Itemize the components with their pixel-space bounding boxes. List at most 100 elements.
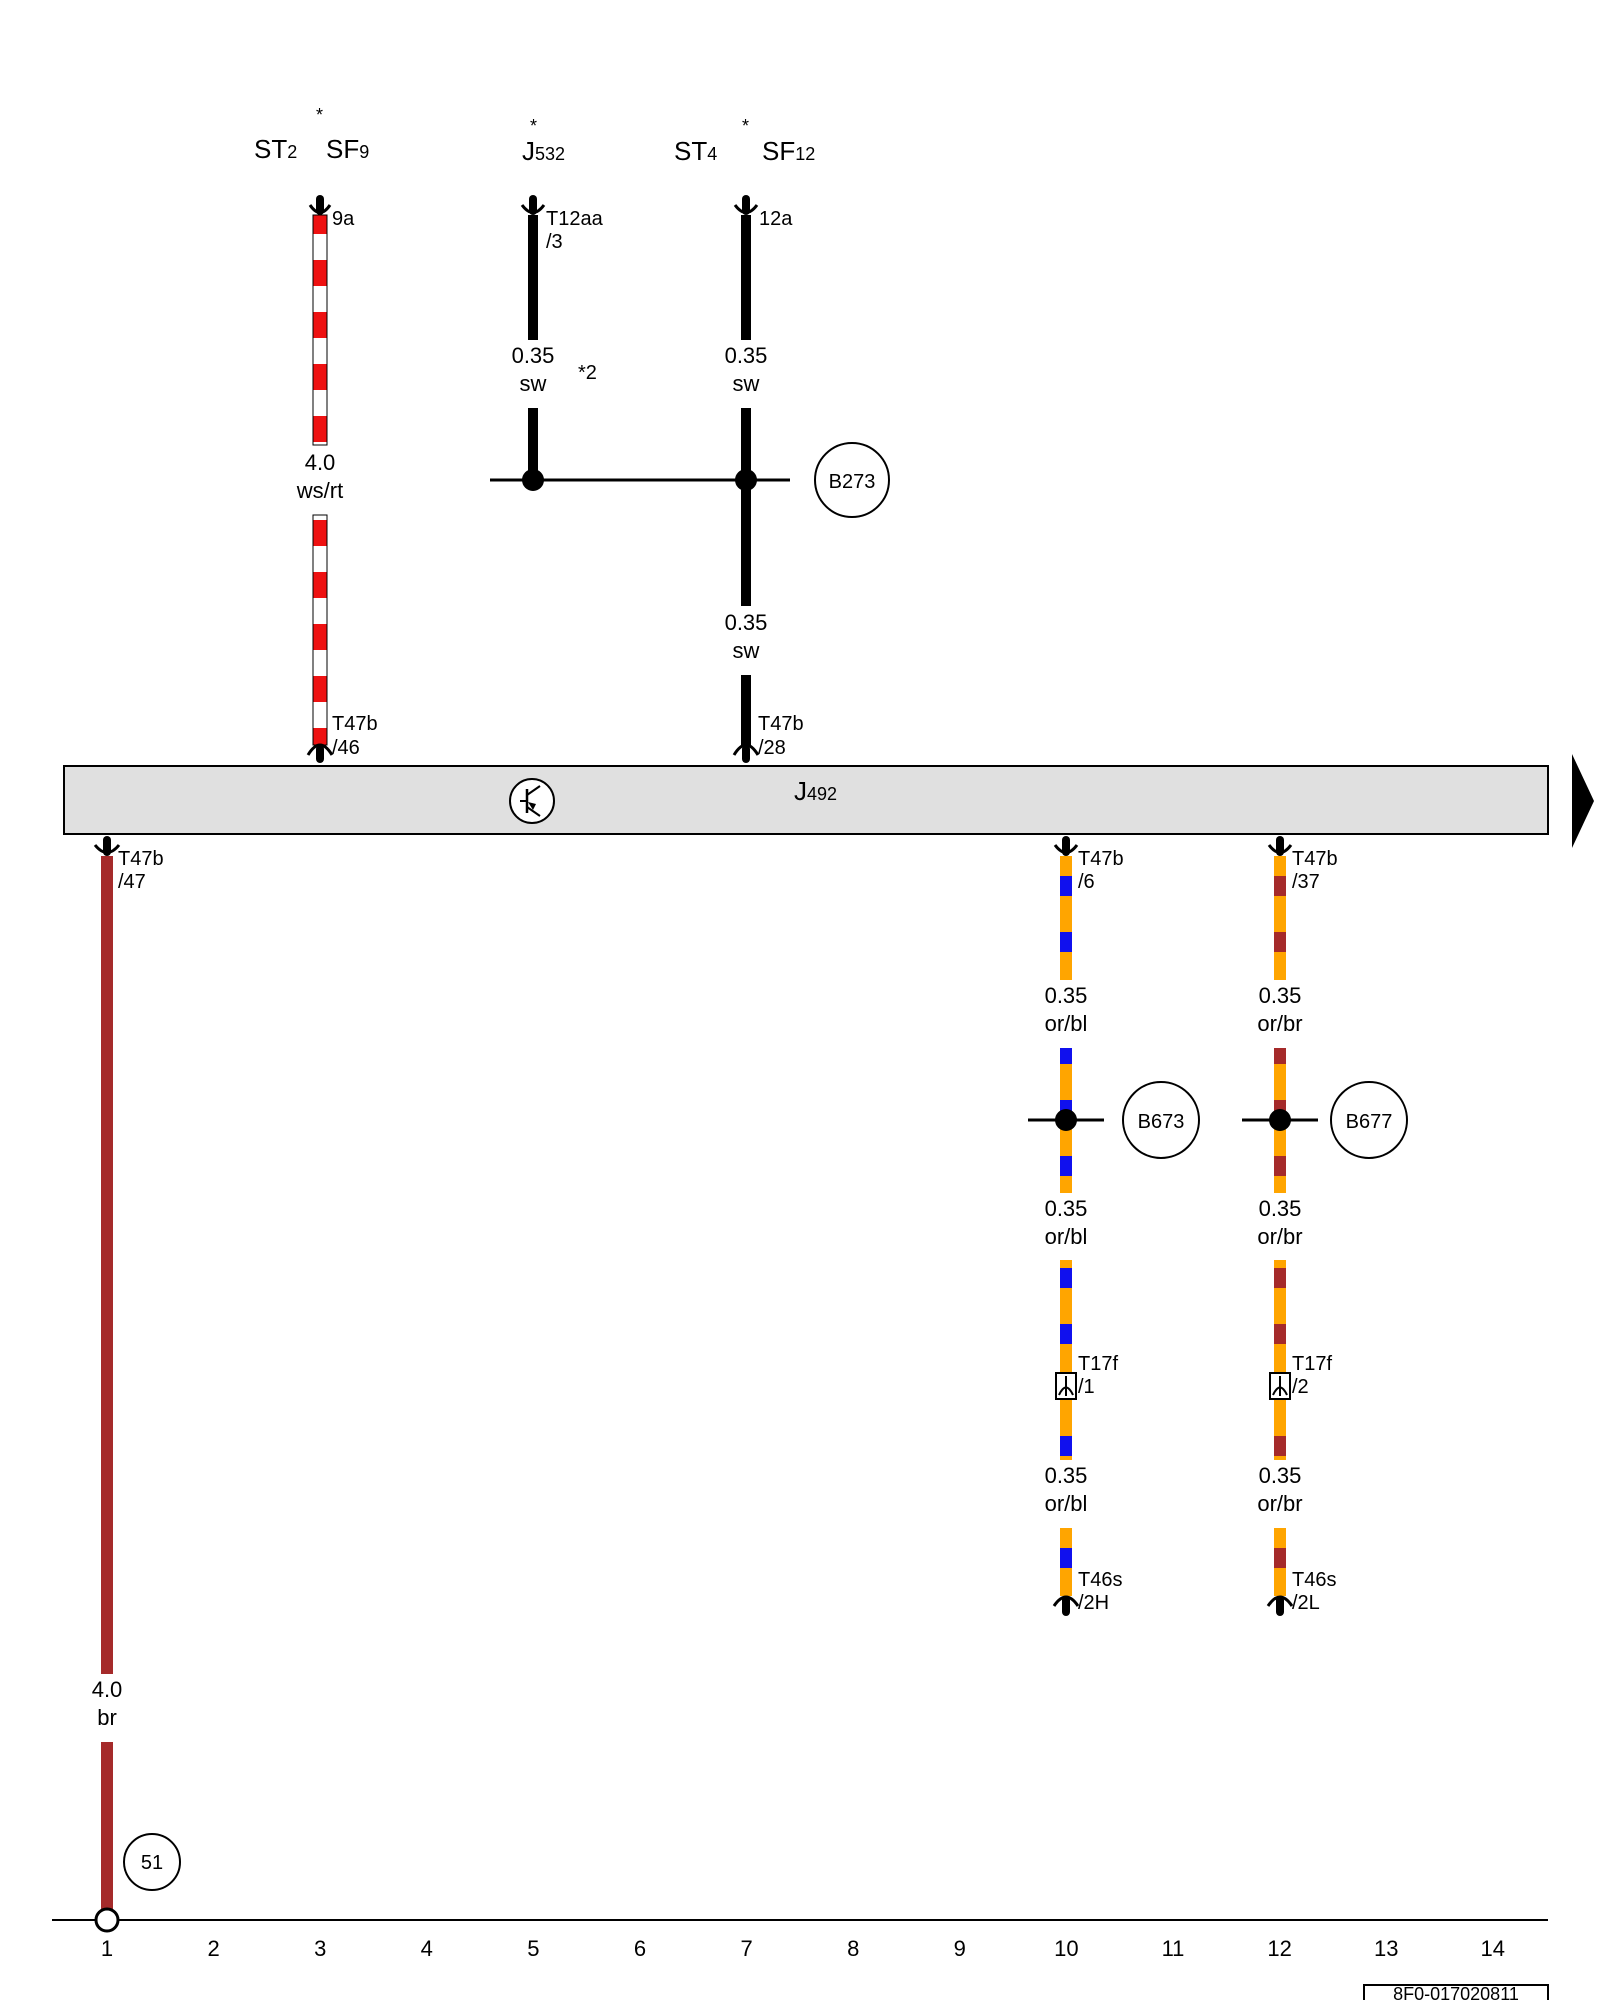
wire-ws-rt-lower: [312, 514, 328, 746]
connector-pin-label: /37: [1292, 871, 1320, 893]
svg-text:J492: J492: [794, 776, 837, 806]
splice-node: [1055, 1109, 1077, 1131]
wire-color-label: ws/rt: [296, 478, 343, 503]
connector-pin-t47b-47: [93, 836, 121, 856]
connector-label: T47b: [1292, 848, 1338, 870]
component-st2: ST2: [254, 134, 297, 164]
wire-size-label: 0.35: [725, 610, 768, 635]
connector-label: T47b: [758, 713, 804, 735]
footnote-star-b: *: [530, 116, 537, 136]
wire-or-br-a: [1274, 856, 1286, 980]
connector-label: T47b: [118, 848, 164, 870]
grid-number: 1: [101, 1936, 113, 1961]
grid-number: 5: [527, 1936, 539, 1961]
control-unit-j492: [63, 765, 1549, 835]
connector-label: T47b: [1078, 848, 1124, 870]
connector-label: T46s: [1292, 1569, 1336, 1591]
connector-label-9a: 9a: [332, 208, 355, 230]
svg-text:ST4: ST4: [674, 136, 717, 166]
connector-pin-label: /2L: [1292, 1592, 1320, 1614]
wire-color-label: sw: [520, 371, 547, 396]
connector-pin-t47b-37: [1267, 836, 1293, 856]
wire-or-bl-a: [1060, 856, 1072, 980]
wire-size-label: 0.35: [1259, 983, 1302, 1008]
control-unit-j492-label: J492: [794, 776, 837, 806]
wire-size-label: 0.35: [512, 343, 555, 368]
svg-text:SF12: SF12: [762, 136, 815, 166]
wire-color-label: sw: [733, 638, 760, 663]
splice-b673-badge: B673: [1122, 1081, 1200, 1159]
svg-text:B273: B273: [829, 471, 876, 493]
splice-node: [522, 469, 544, 491]
connector-label: T17f: [1292, 1353, 1332, 1375]
connector-pin-12a: [733, 195, 759, 215]
connector-label-12a: 12a: [759, 208, 793, 230]
connector-pin-label: /2H: [1078, 1592, 1109, 1614]
grid-number: 7: [740, 1936, 752, 1961]
grid-number: 13: [1374, 1936, 1398, 1961]
transistor-symbol-icon: [509, 778, 555, 824]
wire-or-bl-d: [1060, 1528, 1072, 1596]
wire-color-label: br: [97, 1705, 117, 1730]
wire-color-label: or/br: [1257, 1011, 1302, 1036]
connector-pin-t47b-28: [732, 743, 760, 763]
connector-pin-label: /46: [332, 737, 360, 759]
diagram-id-box: 8F0-017020811: [1363, 1984, 1549, 2000]
grid-number: 3: [314, 1936, 326, 1961]
svg-text:B677: B677: [1346, 1111, 1393, 1133]
wire-sw-col7-a: [741, 215, 751, 340]
inline-connector-icon: [1269, 1372, 1291, 1400]
wire-or-br-c: [1274, 1260, 1286, 1460]
splice-node: [1269, 1109, 1291, 1131]
wire-or-bl-c: [1060, 1260, 1072, 1460]
connector-label: T46s: [1078, 1569, 1122, 1591]
grid-number: 4: [421, 1936, 433, 1961]
wire-sw-col5-lower: [528, 408, 538, 480]
wire-br-col1-upper: [101, 856, 113, 1674]
wire-ws-rt-upper: [312, 214, 328, 446]
wire-size-label: 4.0: [305, 450, 336, 475]
wire-size-label: 4.0: [92, 1677, 123, 1702]
component-sf12: SF12: [762, 136, 815, 166]
connector-label: T47b: [332, 713, 378, 735]
svg-text:51: 51: [141, 1852, 163, 1874]
svg-text:ST2: ST2: [254, 134, 297, 164]
grid-number: 8: [847, 1936, 859, 1961]
grid-number: 14: [1481, 1936, 1505, 1961]
connector-label: T12aa: [546, 208, 604, 230]
connector-pin-t46s-2l: [1266, 1595, 1294, 1616]
wire-size-label: 0.35: [1045, 983, 1088, 1008]
connector-pin-label: /3: [546, 231, 563, 253]
splice-b677-badge: B677: [1330, 1081, 1408, 1159]
connector-label: T17f: [1078, 1353, 1118, 1375]
wire-color-label: or/bl: [1045, 1224, 1088, 1249]
wire-size-label: 0.35: [1045, 1196, 1088, 1221]
connector-pin-t47b-6: [1053, 836, 1079, 856]
wire-color-label: or/bl: [1045, 1491, 1088, 1516]
svg-text:8F0-017020811: 8F0-017020811: [1393, 1984, 1519, 2000]
wire-color-label: or/br: [1257, 1224, 1302, 1249]
wire-sw-col7-b: [741, 408, 751, 606]
wire-or-br-d: [1274, 1528, 1286, 1596]
connector-pin-t47b-46: [306, 743, 334, 763]
footnote-star-c: *: [742, 116, 749, 136]
ground-point-51: 51: [123, 1833, 181, 1891]
wire-color-label: or/bl: [1045, 1011, 1088, 1036]
wire-size-label: 0.35: [1259, 1463, 1302, 1488]
svg-text:SF9: SF9: [326, 134, 369, 164]
connector-pin-label: /6: [1078, 871, 1095, 893]
grid-number: 10: [1054, 1936, 1078, 1961]
wire-sw-col5-upper: [528, 215, 538, 340]
grid-number: 6: [634, 1936, 646, 1961]
wire-size-label: 0.35: [1259, 1196, 1302, 1221]
connector-pin-t46s-2h: [1052, 1595, 1080, 1616]
wire-size-label: 0.35: [725, 343, 768, 368]
svg-text:B673: B673: [1138, 1111, 1185, 1133]
component-j532: J532: [522, 136, 565, 166]
footnote-star-a: *: [316, 105, 323, 125]
ground-terminal: [94, 1907, 120, 1933]
inline-connector-icon: [1055, 1372, 1077, 1400]
wire-size-label: 0.35: [1045, 1463, 1088, 1488]
component-st4: ST4: [674, 136, 717, 166]
